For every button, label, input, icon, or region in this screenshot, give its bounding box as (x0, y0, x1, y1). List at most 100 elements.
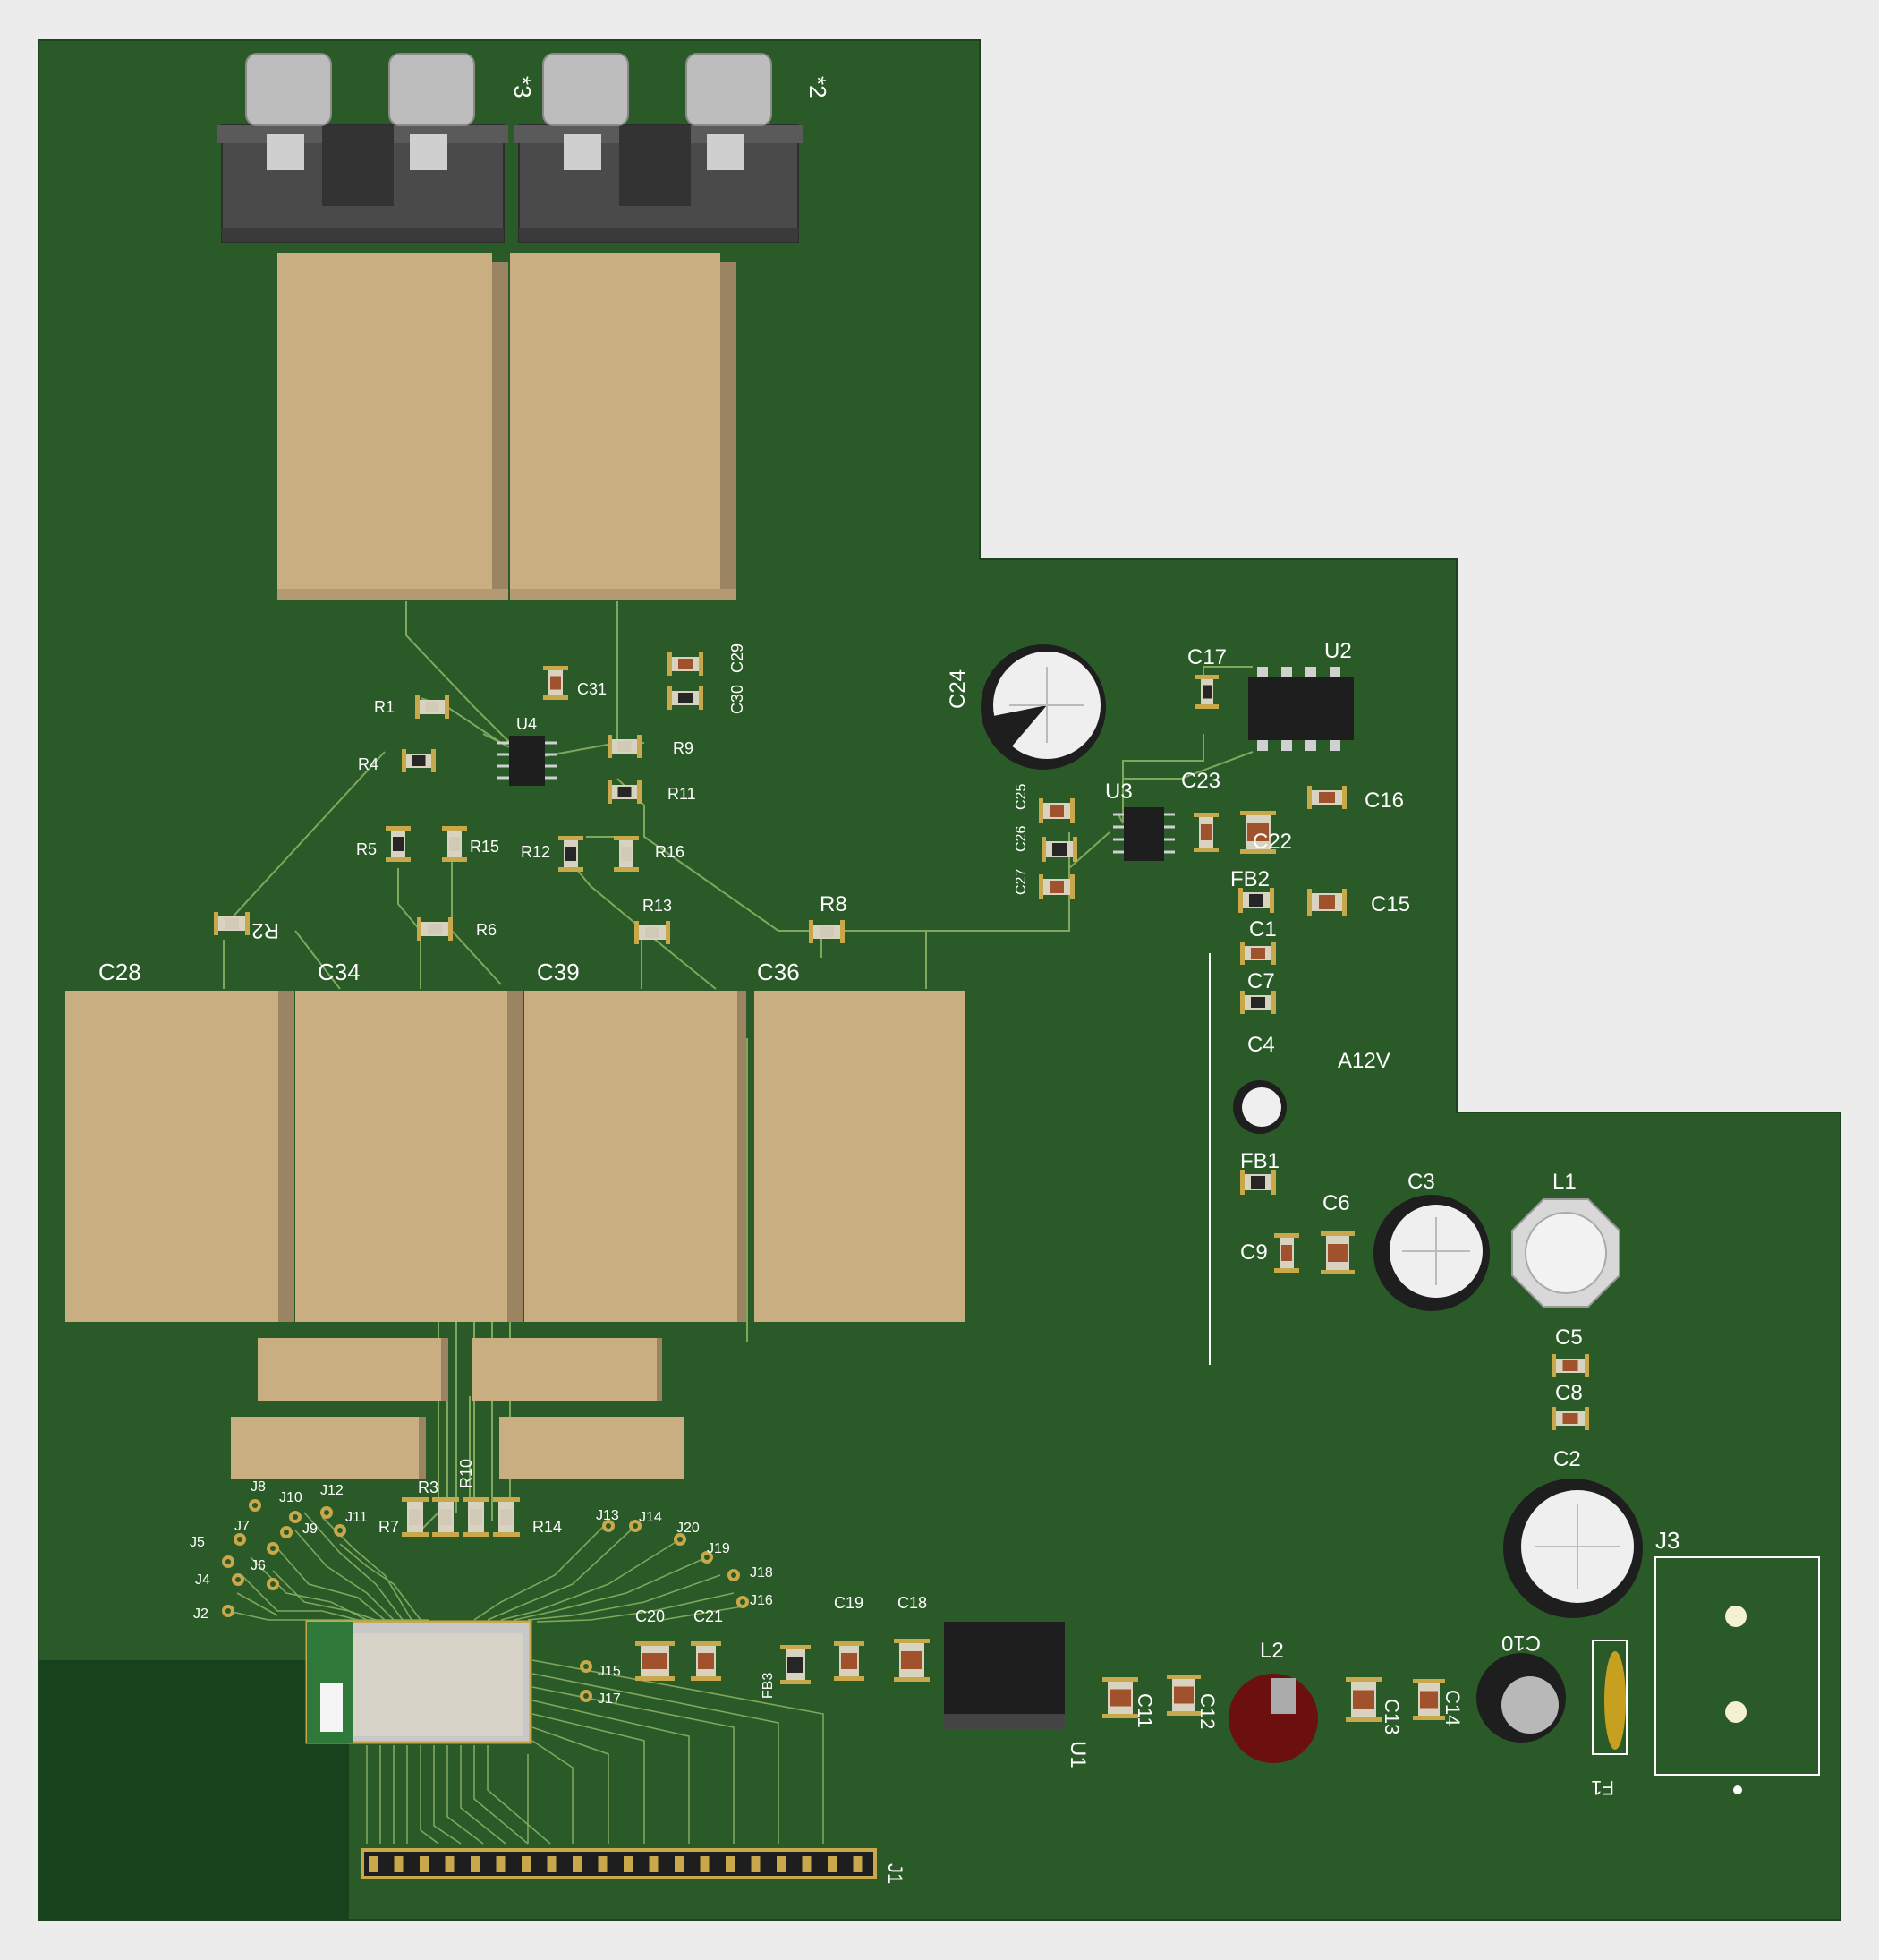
silk-label-c25: C25 (1014, 784, 1029, 810)
silk-label-c3: C3 (1407, 1170, 1435, 1194)
header-pin (649, 1856, 659, 1872)
silk-label-u4: U4 (516, 715, 537, 733)
silk-label-r16: R16 (655, 843, 684, 861)
smd-part (1042, 837, 1077, 862)
film-cap-c28 (65, 991, 294, 1322)
film-cap-upper-left (277, 253, 508, 600)
film-cap-small-3 (231, 1417, 426, 1479)
silk-label-r6: R6 (476, 921, 497, 939)
smd-part (894, 1639, 930, 1682)
smd-part (1102, 1677, 1138, 1718)
cap-c3 (1373, 1195, 1490, 1311)
silk-label-f1: F1 (1591, 1777, 1614, 1799)
header-pin (598, 1856, 608, 1872)
silk-label-j13: J13 (596, 1508, 619, 1523)
silk-label-r10: R10 (457, 1459, 475, 1488)
smd-part (493, 1497, 520, 1537)
bt-module (305, 1620, 532, 1744)
silk-label-r9: R9 (673, 739, 693, 757)
silk-label-j4: J4 (195, 1572, 210, 1588)
ic-u2 (1248, 667, 1354, 751)
smd-part (1413, 1679, 1445, 1720)
silk-label-j14: J14 (639, 1510, 662, 1525)
smd-part (1307, 786, 1347, 809)
smd-part (415, 695, 449, 719)
rca-jack-block-right (514, 53, 803, 243)
smd-part (558, 836, 583, 872)
silk-label-u2: U2 (1324, 639, 1352, 663)
film-cap-c36 (754, 991, 965, 1322)
header-pin (420, 1856, 429, 1872)
smd-part (1195, 675, 1219, 709)
silk-label-c21: C21 (693, 1607, 723, 1625)
cap-c4 (1233, 1080, 1287, 1134)
film-cap-upper-right (510, 253, 736, 600)
silk-label-j19: J19 (707, 1541, 730, 1556)
header-pin (700, 1856, 710, 1872)
smd-part (614, 836, 639, 872)
silk-label-c17: C17 (1187, 645, 1227, 669)
silk-label-j18: J18 (750, 1565, 773, 1581)
smd-part (432, 1497, 459, 1537)
silk-label-u1: U1 (1066, 1741, 1090, 1768)
silk-label-c31: C31 (577, 680, 607, 698)
header-pin (369, 1856, 378, 1872)
silk-label-j10: J10 (279, 1490, 302, 1505)
smd-part (780, 1645, 811, 1684)
silk-label-j17: J17 (598, 1692, 621, 1707)
smd-part (463, 1497, 489, 1537)
smd-part (1039, 874, 1075, 899)
smd-part (634, 921, 670, 944)
silk-label-fb1: FB1 (1240, 1149, 1280, 1173)
header-pin (624, 1856, 633, 1872)
inductor-l2 (1229, 1674, 1318, 1763)
silk-label-c19: C19 (834, 1594, 863, 1612)
smd-part (1274, 1233, 1299, 1273)
silk-label-c11: C11 (1134, 1693, 1156, 1728)
silk-label-r2: R2 (251, 918, 279, 942)
silk-label-c1: C1 (1249, 917, 1277, 942)
silk-label-rca-2: *2 (804, 76, 831, 98)
silk-label-j2: J2 (193, 1606, 208, 1622)
rca-jack-block-left (217, 53, 508, 243)
silk-label-c27: C27 (1014, 869, 1029, 895)
silk-label-j3: J3 (1655, 1527, 1679, 1554)
header-j1-pins (369, 1856, 863, 1872)
smd-part (402, 749, 436, 772)
silk-label-r15: R15 (470, 838, 499, 856)
silk-label-c13: C13 (1381, 1699, 1403, 1734)
silk-label-j8: J8 (251, 1479, 266, 1495)
film-cap-small-1 (258, 1338, 448, 1401)
smd-part (1240, 1170, 1276, 1195)
ic-u4 (497, 736, 557, 786)
smd-part (691, 1641, 721, 1681)
silk-label-c22: C22 (1253, 830, 1292, 854)
header-pin (777, 1856, 786, 1872)
ic-u1 (944, 1622, 1065, 1729)
silk-label-fb2: FB2 (1230, 867, 1270, 891)
silk-label-c5: C5 (1555, 1325, 1583, 1350)
smd-part (1238, 888, 1274, 913)
silk-label-c15: C15 (1371, 892, 1410, 916)
test-points (222, 1499, 749, 1702)
smd-part (667, 652, 703, 676)
bus-traces-bottom (366, 1659, 824, 1845)
silk-label-r13: R13 (642, 897, 672, 915)
silk-label-c4: C4 (1247, 1033, 1275, 1057)
silk-label-c20: C20 (635, 1607, 665, 1625)
smd-part (1552, 1407, 1589, 1430)
silk-label-r5: R5 (356, 840, 377, 858)
header-pin (675, 1856, 684, 1872)
smd-part (608, 735, 642, 758)
silk-label-j12: J12 (320, 1483, 344, 1498)
header-pin (445, 1856, 455, 1872)
cap-c24 (981, 644, 1106, 770)
ic-u3 (1113, 807, 1175, 861)
silk-label-c24: C24 (946, 669, 970, 709)
silk-label-j16: J16 (750, 1593, 773, 1608)
silk-label-r14: R14 (532, 1518, 562, 1536)
silk-label-c10: C10 (1501, 1631, 1541, 1655)
silk-label-j20: J20 (676, 1521, 700, 1536)
smd-part (1240, 942, 1276, 965)
header-pin (471, 1856, 480, 1872)
